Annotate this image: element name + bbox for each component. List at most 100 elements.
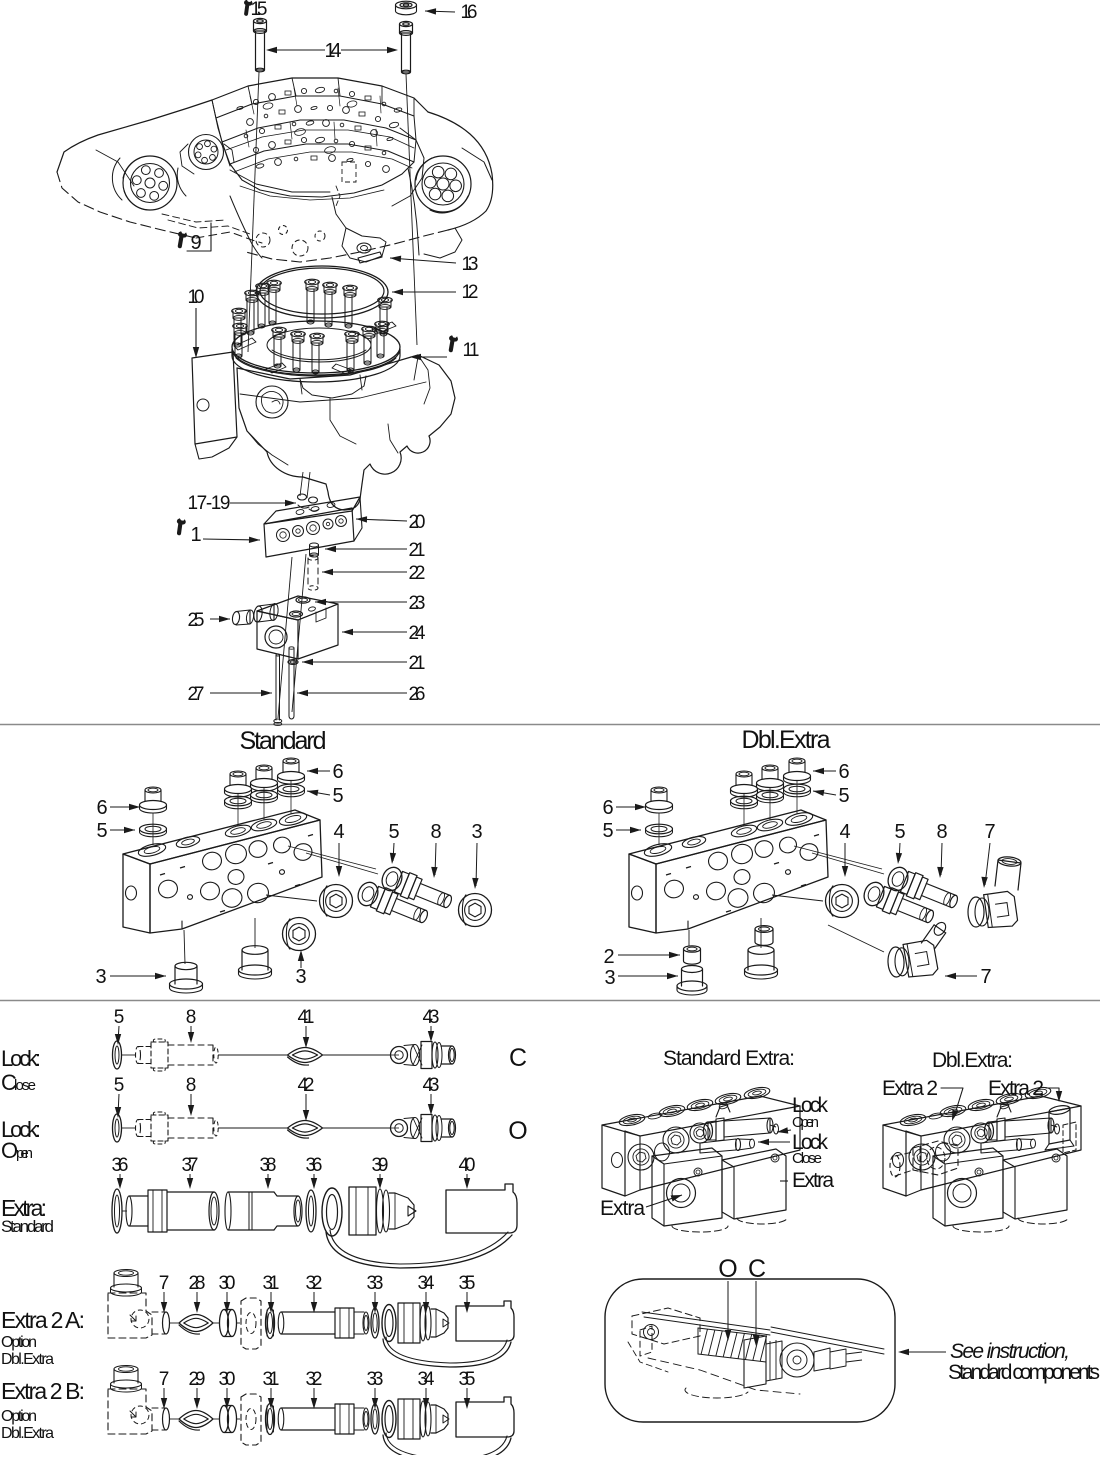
svg-text:16: 16 [461, 2, 478, 23]
svg-text:3: 3 [295, 966, 306, 988]
svg-text:Dbl.Extra:: Dbl.Extra: [932, 1049, 1013, 1072]
svg-text:8: 8 [186, 1075, 197, 1096]
svg-text:7: 7 [159, 1369, 170, 1390]
svg-text:6: 6 [332, 761, 343, 783]
svg-text:See instruction,: See instruction, [950, 1340, 1070, 1363]
svg-text:Dbl.Extra: Dbl.Extra [1, 1351, 54, 1368]
svg-text:17-19: 17-19 [188, 493, 231, 514]
svg-text:34: 34 [418, 1369, 435, 1390]
svg-text:13: 13 [462, 254, 479, 275]
svg-text:2: 2 [603, 946, 614, 968]
svg-text:3: 3 [471, 821, 482, 843]
svg-text:Option: Option [1, 1408, 37, 1425]
svg-text:28: 28 [189, 1273, 206, 1294]
svg-text:Standard: Standard [1, 1217, 54, 1236]
svg-text:7: 7 [980, 966, 991, 988]
svg-text:1: 1 [190, 524, 201, 546]
svg-text:4: 4 [839, 821, 850, 843]
svg-text:29: 29 [189, 1369, 206, 1390]
svg-text:3: 3 [604, 967, 615, 989]
svg-text:C: C [748, 1255, 766, 1283]
svg-text:8: 8 [430, 821, 441, 843]
svg-text:Extra 2: Extra 2 [988, 1077, 1044, 1100]
svg-text:Extra 2: Extra 2 [882, 1077, 938, 1100]
svg-text:27: 27 [188, 684, 205, 705]
svg-text:31: 31 [263, 1369, 280, 1390]
svg-text:36: 36 [306, 1155, 323, 1176]
svg-text:3: 3 [95, 966, 106, 988]
svg-text:39: 39 [372, 1155, 389, 1176]
svg-text:21: 21 [409, 653, 426, 674]
svg-text:O: O [1, 1138, 18, 1163]
svg-text:Lock:: Lock: [1, 1117, 41, 1142]
svg-text:38: 38 [260, 1155, 277, 1176]
svg-text:22: 22 [409, 563, 426, 584]
svg-text:33: 33 [367, 1273, 384, 1294]
svg-text:32: 32 [306, 1369, 323, 1390]
svg-text:Lock: Lock [792, 1131, 829, 1154]
svg-text:Extra:: Extra: [1, 1195, 47, 1221]
svg-text:10: 10 [188, 287, 205, 308]
svg-text:34: 34 [418, 1273, 435, 1294]
svg-text:42: 42 [298, 1075, 315, 1096]
svg-text:37: 37 [182, 1155, 199, 1176]
svg-text:14: 14 [325, 40, 342, 62]
svg-text:lose: lose [14, 1077, 36, 1094]
svg-text:5: 5 [96, 820, 107, 842]
svg-text:Lock: Lock [792, 1094, 829, 1117]
svg-text:8: 8 [936, 821, 947, 843]
svg-text:pen: pen [16, 1145, 33, 1162]
svg-text:26: 26 [409, 684, 426, 705]
svg-text:5: 5 [114, 1075, 125, 1096]
svg-text:5: 5 [388, 821, 399, 843]
svg-text:30: 30 [219, 1273, 236, 1294]
svg-text:Standard Extra:: Standard Extra: [663, 1047, 795, 1070]
svg-text:41: 41 [298, 1007, 315, 1028]
svg-text:5: 5 [894, 821, 905, 843]
svg-text:7: 7 [159, 1273, 170, 1294]
svg-text:5: 5 [114, 1007, 125, 1028]
svg-text:Extra: Extra [600, 1197, 645, 1220]
svg-text:21: 21 [409, 540, 426, 561]
svg-text:Dbl.Extra: Dbl.Extra [1, 1425, 54, 1442]
svg-text:Extra 2 A:: Extra 2 A: [1, 1307, 85, 1333]
svg-text:8: 8 [186, 1007, 197, 1028]
svg-text:35: 35 [459, 1369, 476, 1390]
svg-text:7: 7 [984, 821, 995, 843]
svg-text:O: O [718, 1255, 737, 1283]
svg-text:33: 33 [367, 1369, 384, 1390]
svg-text:C: C [1, 1070, 17, 1095]
svg-text:Close: Close [792, 1150, 822, 1167]
svg-text:31: 31 [263, 1273, 280, 1294]
svg-text:Open: Open [792, 1114, 819, 1131]
svg-text:C: C [509, 1044, 527, 1072]
svg-text:Option: Option [1, 1334, 37, 1351]
svg-text:25: 25 [188, 610, 205, 631]
svg-text:Extra 2 B:: Extra 2 B: [1, 1378, 85, 1404]
svg-text:40: 40 [459, 1155, 476, 1176]
svg-text:Standard: Standard [240, 727, 327, 755]
svg-text:12: 12 [462, 282, 479, 303]
svg-text:24: 24 [409, 623, 426, 644]
svg-text:6: 6 [602, 797, 613, 819]
svg-text:Standard components: Standard components [948, 1361, 1100, 1384]
svg-text:32: 32 [306, 1273, 323, 1294]
svg-text:6: 6 [96, 797, 107, 819]
svg-text:43: 43 [423, 1075, 440, 1096]
svg-text:30: 30 [219, 1369, 236, 1390]
svg-text:35: 35 [459, 1273, 476, 1294]
svg-text:5: 5 [332, 785, 343, 807]
svg-text:36: 36 [112, 1155, 129, 1176]
svg-text:20: 20 [409, 512, 426, 533]
svg-text:4: 4 [333, 821, 344, 843]
svg-text:Extra: Extra [792, 1169, 834, 1192]
svg-text:Dbl.Extra: Dbl.Extra [742, 726, 831, 754]
svg-text:6: 6 [838, 761, 849, 783]
svg-text:9: 9 [190, 232, 201, 254]
svg-text:11: 11 [463, 340, 480, 361]
svg-text:5: 5 [602, 820, 613, 842]
svg-text:23: 23 [409, 593, 426, 614]
svg-text:Lock:: Lock: [1, 1046, 41, 1071]
svg-text:43: 43 [423, 1007, 440, 1028]
svg-text:15: 15 [251, 0, 268, 20]
